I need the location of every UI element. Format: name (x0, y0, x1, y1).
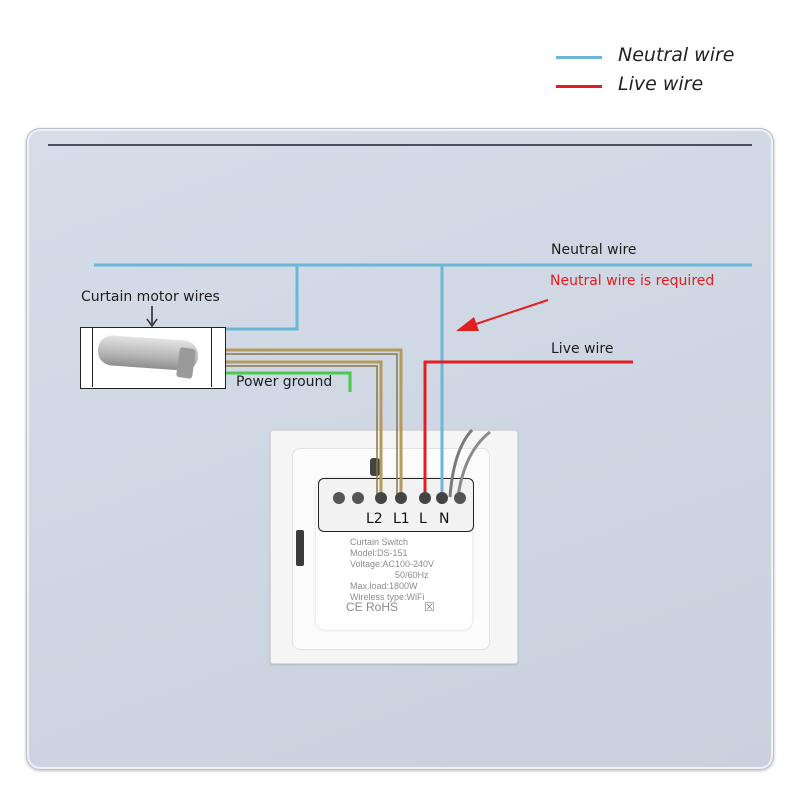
spec-frequency: 50/60Hz (395, 570, 429, 580)
terminal-l2-label: L2 (366, 511, 383, 527)
motor-box-divider-left (92, 328, 93, 387)
spec-voltage: Voltage:AC100-240V (350, 559, 435, 569)
neutral-legend-label: Neutral wire (618, 44, 735, 66)
neutral-to-motor-wire (226, 265, 299, 331)
motor-wire-l1 (226, 348, 403, 497)
motor-wire-l1-shade (226, 353, 398, 497)
spec-name: Curtain Switch (350, 537, 409, 547)
neutral-required-arrow-line (469, 299, 549, 327)
live-legend-line (556, 85, 602, 88)
motor-label-arrow-head (146, 318, 158, 328)
terminal-block (318, 478, 474, 532)
switch-specs: Curtain Switch Model:DS-151 Voltage:AC10… (350, 537, 434, 603)
terminal-l-label: L (419, 511, 427, 527)
certification-marks: CE RoHS (346, 600, 399, 614)
live-wire (423, 360, 633, 497)
spec-max-load: Max.load:1800W (350, 581, 418, 591)
terminal-n-label: N (439, 511, 450, 527)
spec-wireless: Wireless type:WiFi (350, 592, 425, 602)
terminal-l1-label: L1 (393, 511, 410, 527)
spec-model: Model:DS-151 (350, 548, 408, 558)
panel-top-edge (48, 144, 752, 146)
recycle-bin-icon: ☒ (424, 600, 435, 614)
neutral-legend-line (556, 56, 602, 59)
live-wire-label: Live wire (551, 341, 614, 357)
top-notch (370, 458, 380, 476)
neutral-required-arrow-head (456, 317, 479, 331)
power-ground-wire (226, 371, 352, 392)
neutral-required-label: Neutral wire is required (550, 273, 715, 289)
grey-cable-2 (456, 430, 491, 498)
live-legend-label: Live wire (618, 73, 704, 95)
grey-cable-1 (448, 428, 474, 498)
motor-wire-l2 (226, 360, 383, 497)
side-clip-left (296, 530, 304, 566)
legend: Neutral wire Live wire (540, 40, 780, 104)
motor-box-divider-right (211, 328, 212, 387)
power-ground-label: Power ground (236, 374, 333, 390)
motor-wire-l2-shade (226, 365, 378, 497)
curtain-motor-wires-label: Curtain motor wires (81, 289, 220, 305)
neutral-wire-label: Neutral wire (551, 242, 637, 258)
terminal-screws (333, 492, 466, 504)
